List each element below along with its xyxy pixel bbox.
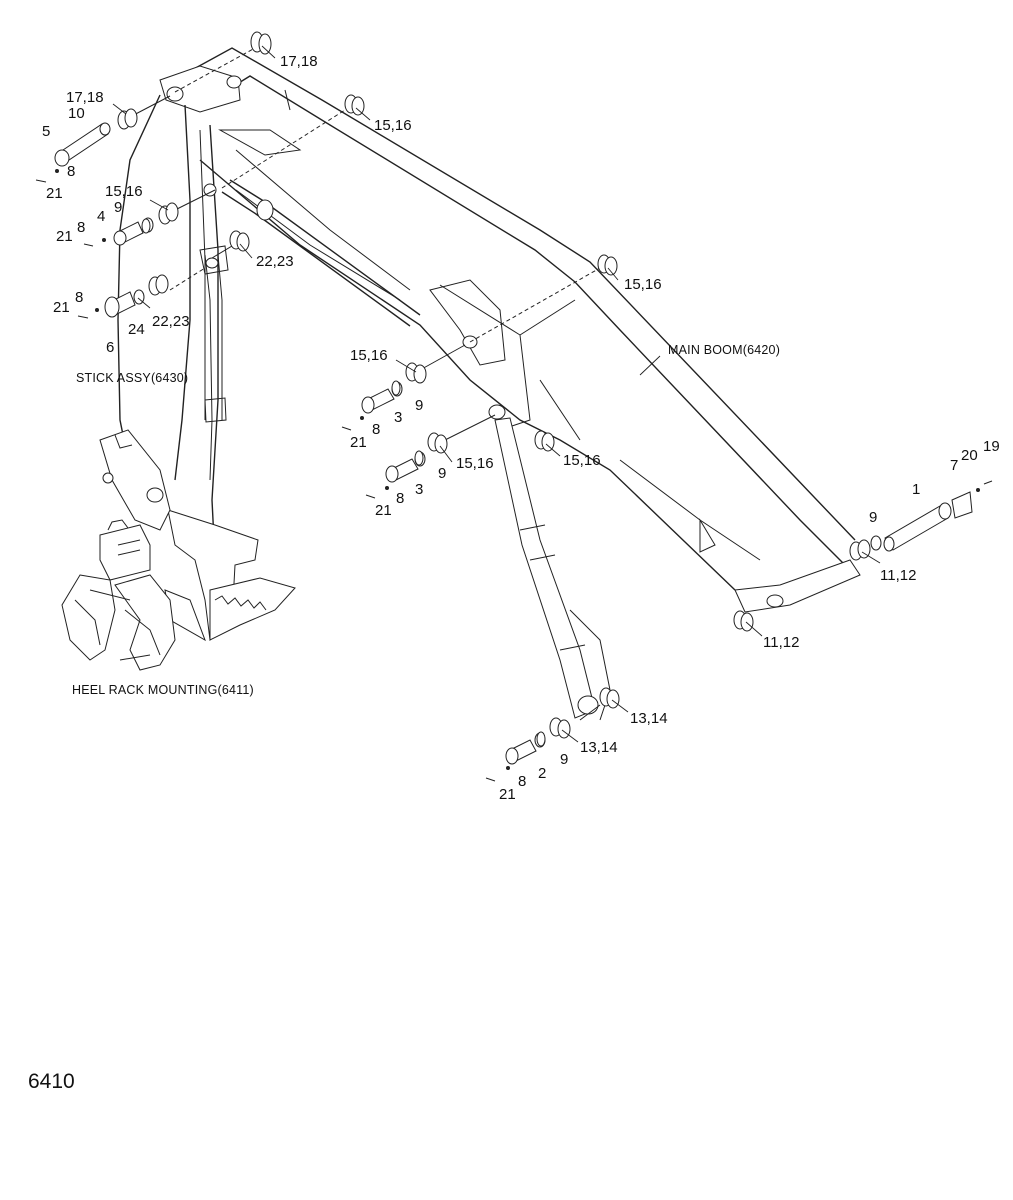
callout-8-a: 8: [67, 163, 75, 180]
pins-and-shims-drawing: [35, 31, 993, 782]
callout-4: 4: [97, 208, 105, 225]
main-boom-drawing: [159, 47, 861, 613]
figure-number: 6410: [28, 1070, 75, 1093]
callout-19: 19: [983, 438, 1000, 455]
callout-15-16-a: 15,16: [105, 183, 143, 200]
heel-rack-label: HEEL RACK MOUNTING(6411): [72, 683, 254, 697]
callout-11-12-a: 11,12: [880, 567, 916, 584]
callout-22-23-b: 22,23: [152, 313, 190, 330]
callout-1: 1: [912, 481, 920, 498]
callout-21-e: 21: [375, 502, 392, 519]
callout-8-d: 8: [372, 421, 380, 438]
callout-13-14-a: 13,14: [630, 710, 668, 727]
callout-3-b: 3: [415, 481, 423, 498]
stick-assy-label: STICK ASSY(6430): [76, 371, 188, 385]
callout-11-12-b: 11,12: [763, 634, 799, 651]
assembly-labels: MAIN BOOM(6420) STICK ASSY(6430) HEEL RA…: [72, 343, 780, 697]
callout-8-e: 8: [396, 490, 404, 507]
callout-15-16-f: 15,16: [563, 452, 601, 469]
callout-21-d: 21: [350, 434, 367, 451]
callout-21-a: 21: [46, 185, 63, 202]
callout-9-b: 9: [415, 397, 423, 414]
callout-6: 6: [106, 339, 114, 356]
callout-15-16-b: 15,16: [374, 117, 412, 134]
callout-21-f: 21: [499, 786, 516, 803]
callout-labels: 17,18 17,18 10 5 8 21 15,16 15,16 9 4 8 …: [42, 53, 1000, 803]
callout-9-a: 9: [114, 199, 122, 216]
cylinders-drawing: [221, 179, 611, 721]
callout-21-c: 21: [53, 299, 70, 316]
callout-13-14-b: 13,14: [580, 739, 618, 756]
callout-7: 7: [950, 457, 958, 474]
callout-8-c: 8: [75, 289, 83, 306]
callout-15-16-d: 15,16: [350, 347, 388, 364]
callout-3-a: 3: [394, 409, 402, 426]
callout-17-18-left: 17,18: [66, 89, 104, 106]
callout-24: 24: [128, 321, 145, 338]
callout-15-16-e: 15,16: [456, 455, 494, 472]
callout-8-f: 8: [518, 773, 526, 790]
stick-drawing: [117, 94, 229, 561]
leader-lines: [112, 45, 881, 743]
callout-2: 2: [538, 765, 546, 782]
callout-5: 5: [42, 123, 50, 140]
callout-8-b: 8: [77, 219, 85, 236]
callout-9-d: 9: [869, 509, 877, 526]
callout-9-c: 9: [438, 465, 446, 482]
callout-10: 10: [68, 105, 85, 122]
callout-15-16-c: 15,16: [624, 276, 662, 293]
heel-rack-grapple-drawing: [61, 429, 296, 671]
callout-21-b: 21: [56, 228, 73, 245]
callout-20: 20: [961, 447, 978, 464]
callout-17-18-top: 17,18: [280, 53, 318, 70]
main-boom-label: MAIN BOOM(6420): [668, 343, 780, 357]
callout-22-23-a: 22,23: [256, 253, 294, 270]
callout-9-e: 9: [560, 751, 568, 768]
